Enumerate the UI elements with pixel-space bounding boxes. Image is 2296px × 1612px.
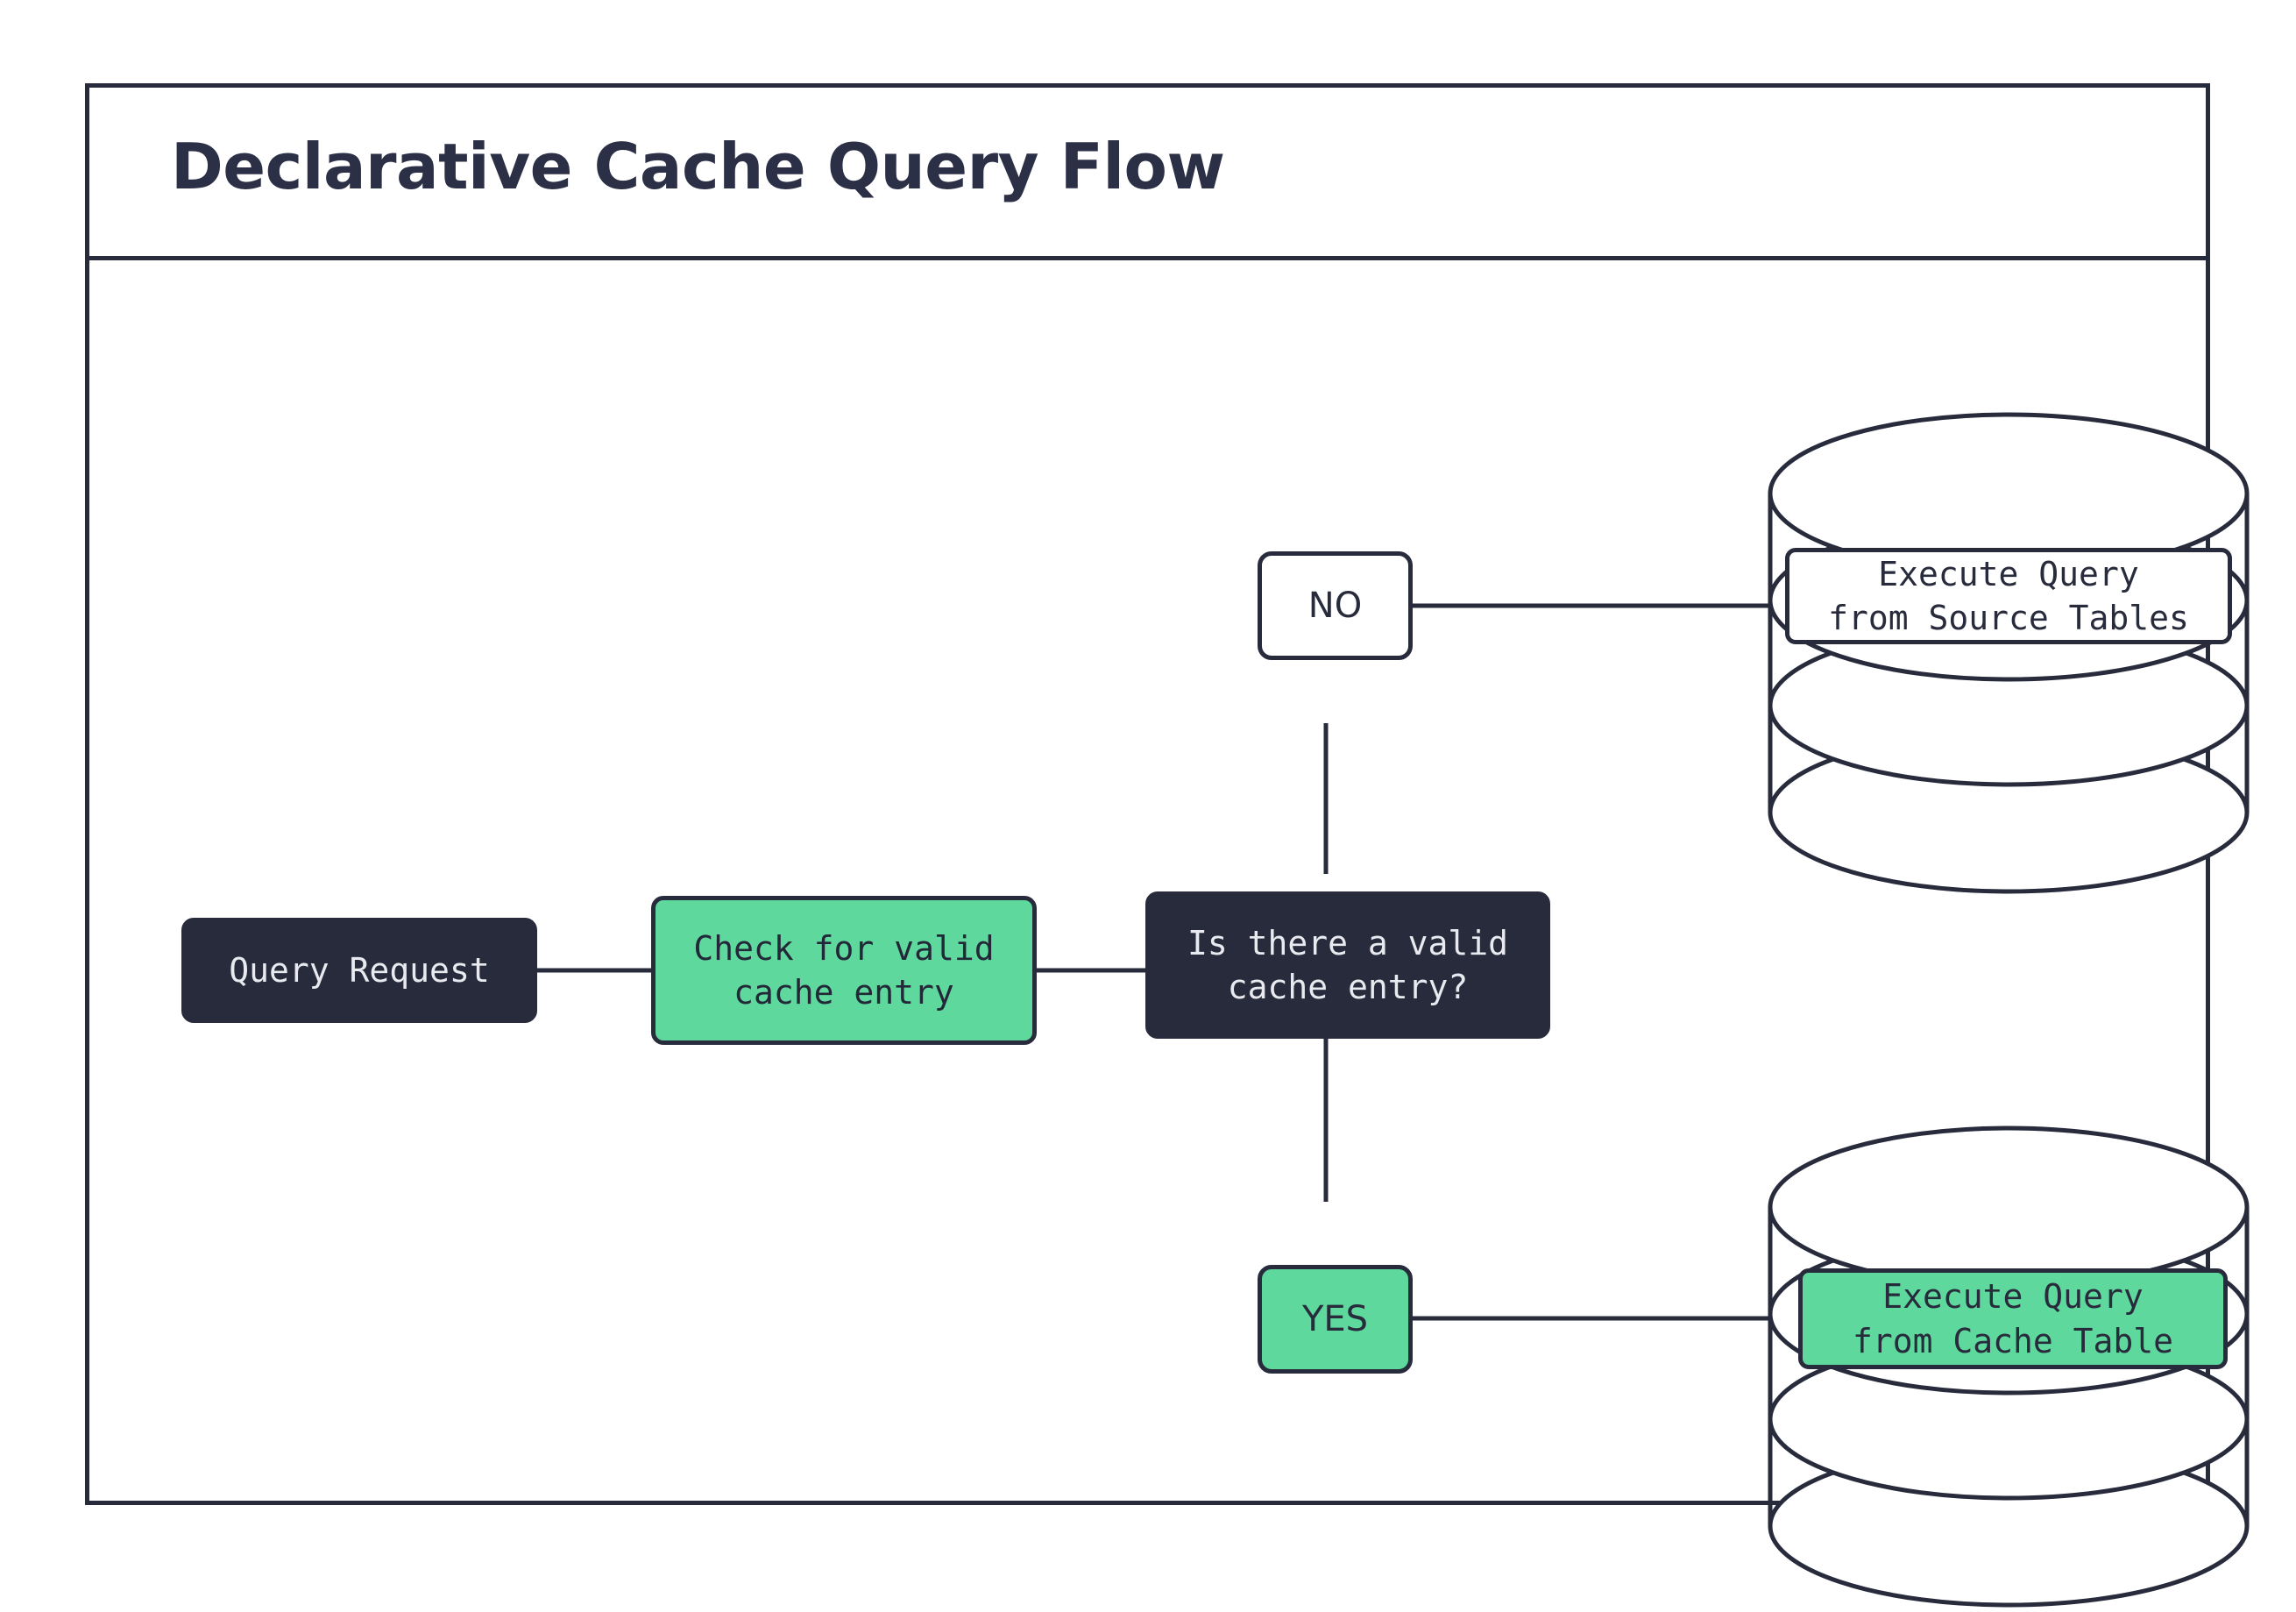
edge-label-yes[interactable]: YES <box>1258 1265 1413 1374</box>
node-query-request[interactable]: Query Request <box>181 918 537 1023</box>
node-is-there-a-valid-cache-entry[interactable]: Is there a valid cache entry? <box>1145 891 1550 1039</box>
flow-body: Execute Query from Source Tables Execute… <box>89 260 2250 1608</box>
edge-label-no[interactable]: NO <box>1258 551 1413 660</box>
source-tables-label: Execute Query from Source Tables <box>1785 548 2232 644</box>
source-tables-database-icon: Execute Query from Source Tables <box>1763 408 2254 898</box>
diagram-frame: Declarative Cache Query Flow <box>85 83 2250 1608</box>
node-check-for-valid-cache-entry[interactable]: Check for valid cache entry <box>651 896 1037 1045</box>
cache-table-label: Execute Query from Cache Table <box>1798 1268 2228 1369</box>
diagram-header: Declarative Cache Query Flow <box>89 88 2206 260</box>
page-title: Declarative Cache Query Flow <box>171 130 1225 203</box>
cache-table-database-icon: Execute Query from Cache Table <box>1763 1121 2254 1612</box>
